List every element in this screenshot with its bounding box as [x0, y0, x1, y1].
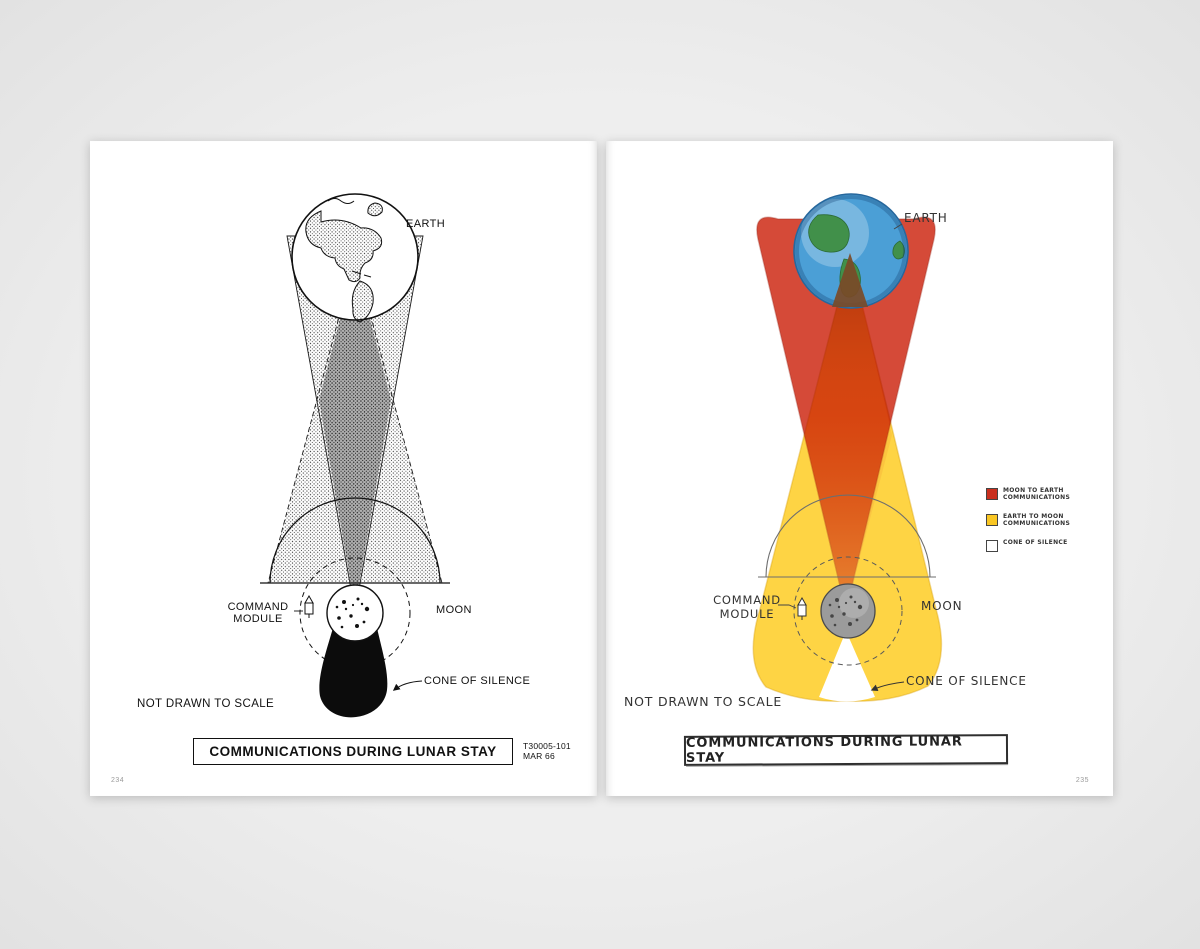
- command-module-label: COMMAND MODULE: [227, 601, 289, 625]
- beam-overlap-wash: [804, 255, 892, 611]
- continent-south-america: [351, 280, 374, 323]
- command-module-icon: [778, 596, 807, 620]
- earth-graphic: [793, 193, 909, 309]
- legend-label: EARTH TO MOON COMMUNICATIONS: [1003, 513, 1071, 527]
- moon-graphic: [820, 583, 876, 639]
- document-reference-number: T30005-101: [523, 741, 571, 751]
- legend-label: MOON TO EARTH COMMUNICATIONS: [1003, 487, 1071, 501]
- cone-of-silence-shape: [319, 628, 388, 718]
- right-page-number: 235: [1075, 777, 1089, 784]
- earth-label: EARTH: [904, 211, 948, 225]
- cone-of-silence-leader-arrow: [870, 681, 905, 692]
- orbit-dashed-circle: [299, 557, 411, 669]
- moon-craters: [828, 595, 863, 627]
- command-module-label: COMMAND MODULE: [713, 593, 781, 621]
- legend-swatch-yellow: [986, 514, 998, 526]
- continent-greenland: [367, 202, 383, 217]
- legend-swatch-red: [986, 488, 998, 500]
- scale-note-label: NOT DRAWN TO SCALE: [137, 698, 275, 710]
- earth-graphic: [291, 193, 419, 323]
- continent-north-america: [808, 214, 850, 253]
- diagram-title-box: COMMUNICATIONS DURING LUNAR STAY: [193, 738, 513, 765]
- cone-of-silence-label: CONE OF SILENCE: [424, 675, 531, 687]
- legend-swatch-white: [986, 540, 998, 552]
- color-legend: MOON TO EARTH COMMUNICATIONS EARTH TO MO…: [986, 487, 1074, 564]
- right-diagram-svg: [752, 193, 943, 702]
- dome-arc: [269, 497, 441, 584]
- beam-overlap-shape: [319, 261, 391, 607]
- legend-item-earth-to-moon: EARTH TO MOON COMMUNICATIONS: [986, 513, 1074, 527]
- arctic-squiggle: [327, 198, 355, 204]
- lunar-dome-group: [758, 494, 936, 578]
- orbit-dashed-circle: [793, 556, 903, 666]
- book-spread: EARTH COMMAND MODULE MOON CONE OF SILENC…: [90, 141, 1113, 796]
- document-reference-date: MAR 66: [523, 751, 555, 761]
- scale-note-label: NOT DRAWN TO SCALE: [624, 694, 783, 709]
- moon-craters: [335, 597, 370, 629]
- earth-label-tick: [893, 223, 903, 230]
- cone-of-silence-label: CONE OF SILENCE: [906, 674, 1027, 688]
- left-diagram-svg: [260, 193, 450, 718]
- left-page-number: 234: [111, 777, 125, 784]
- continent-east-landmass: [892, 240, 905, 260]
- beam-cones-group: [267, 235, 443, 612]
- right-page: EARTH COMMAND MODULE MOON CONE OF SILENC…: [606, 141, 1113, 796]
- island-marks: [351, 270, 372, 278]
- left-page: EARTH COMMAND MODULE MOON CONE OF SILENC…: [90, 141, 597, 796]
- moon-disk: [326, 584, 384, 642]
- legend-label: CONE OF SILENCE: [1003, 539, 1068, 546]
- beam-over-earth: [832, 253, 868, 307]
- lunar-dome-group: [260, 497, 450, 584]
- earth-label: EARTH: [406, 218, 446, 230]
- moon-highlight: [839, 588, 869, 618]
- diagram-title-box: COMMUNICATIONS DURING LUNAR STAY: [683, 734, 1009, 766]
- moon-label: MOON: [436, 604, 472, 616]
- command-module-icon: [294, 594, 314, 618]
- dome-arc: [765, 494, 931, 578]
- legend-item-cone-of-silence: CONE OF SILENCE: [986, 539, 1074, 552]
- cone-of-silence-gap: [819, 631, 875, 702]
- moon-label: MOON: [921, 599, 963, 613]
- legend-item-moon-to-earth: MOON TO EARTH COMMUNICATIONS: [986, 487, 1074, 501]
- continent-north-america: [305, 210, 383, 283]
- document-reference: T30005-101 MAR 66: [523, 741, 571, 761]
- moon-graphic: [326, 584, 384, 642]
- cone-of-silence-leader-arrow: [392, 680, 423, 691]
